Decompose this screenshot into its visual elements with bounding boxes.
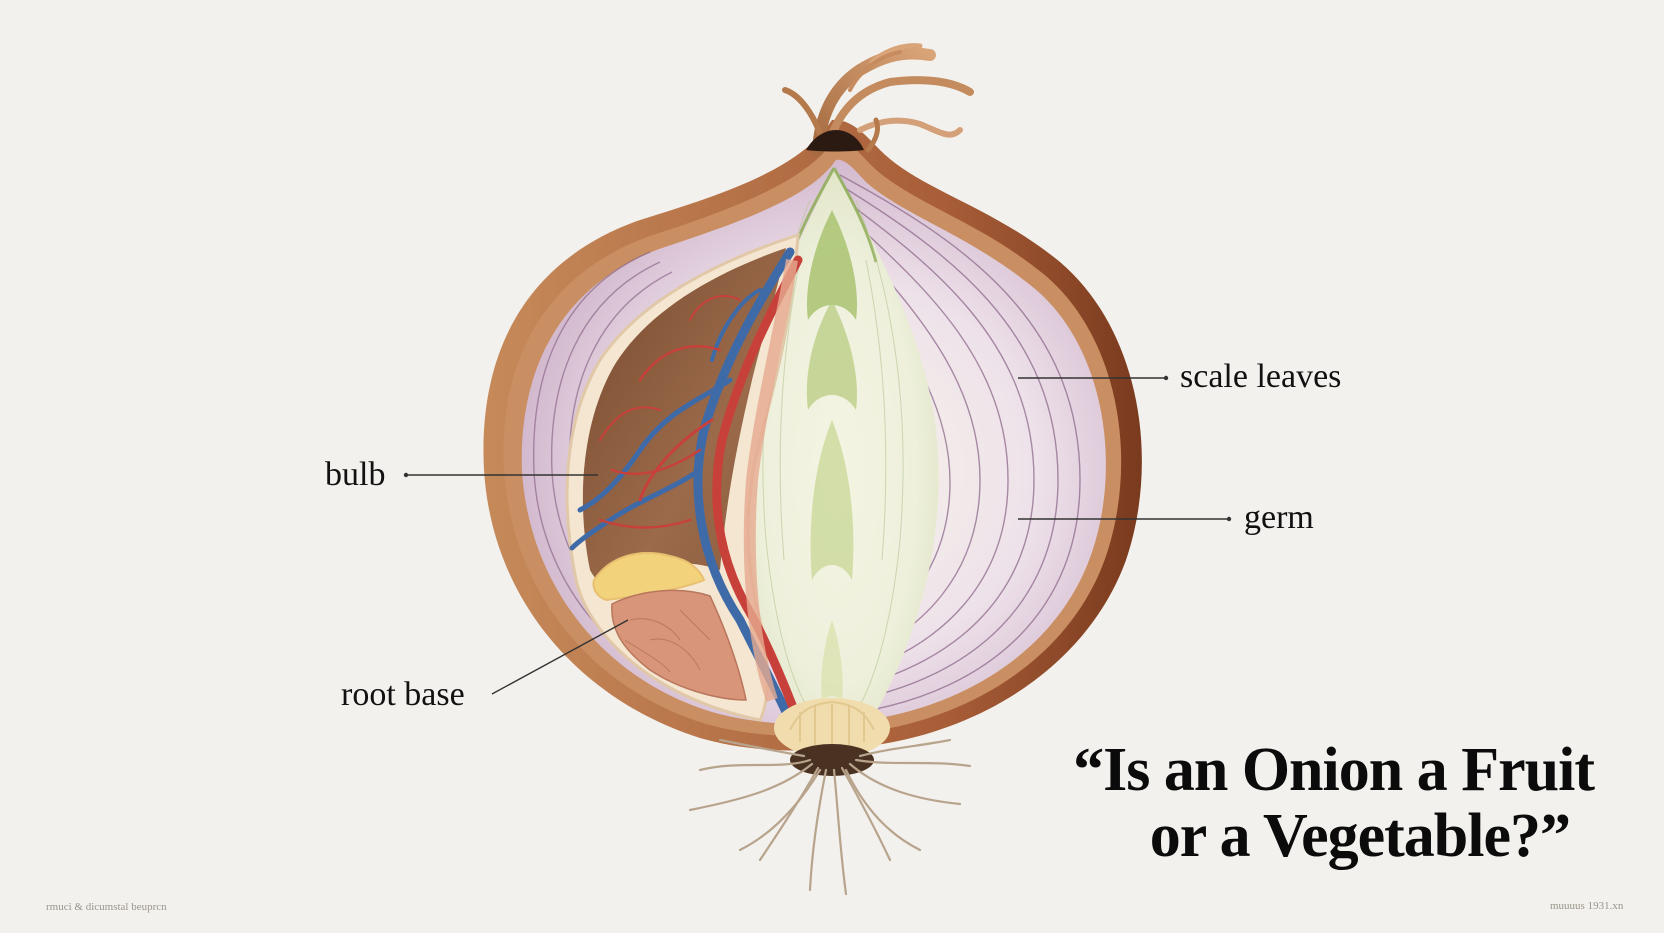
footnote-left: rmuci & dicumstal beuprcn xyxy=(46,901,167,913)
page-title: “Is an Onion a Fruit or a Vegetable?” xyxy=(1073,736,1595,870)
label-root-base: root base xyxy=(341,676,465,713)
leader-lines xyxy=(406,377,1229,695)
label-germ: germ xyxy=(1244,499,1314,536)
roots xyxy=(688,738,972,896)
top-tuft xyxy=(782,43,974,156)
title-line-2: or a Vegetable?” xyxy=(1149,802,1571,870)
bulb-region xyxy=(582,248,786,588)
label-scale-leaves: scale leaves xyxy=(1180,358,1342,395)
footnote-right: muuuus 1931.xn xyxy=(1550,900,1624,912)
title-line-1: “Is an Onion a Fruit xyxy=(1073,736,1595,804)
label-bulb: bulb xyxy=(325,456,386,493)
